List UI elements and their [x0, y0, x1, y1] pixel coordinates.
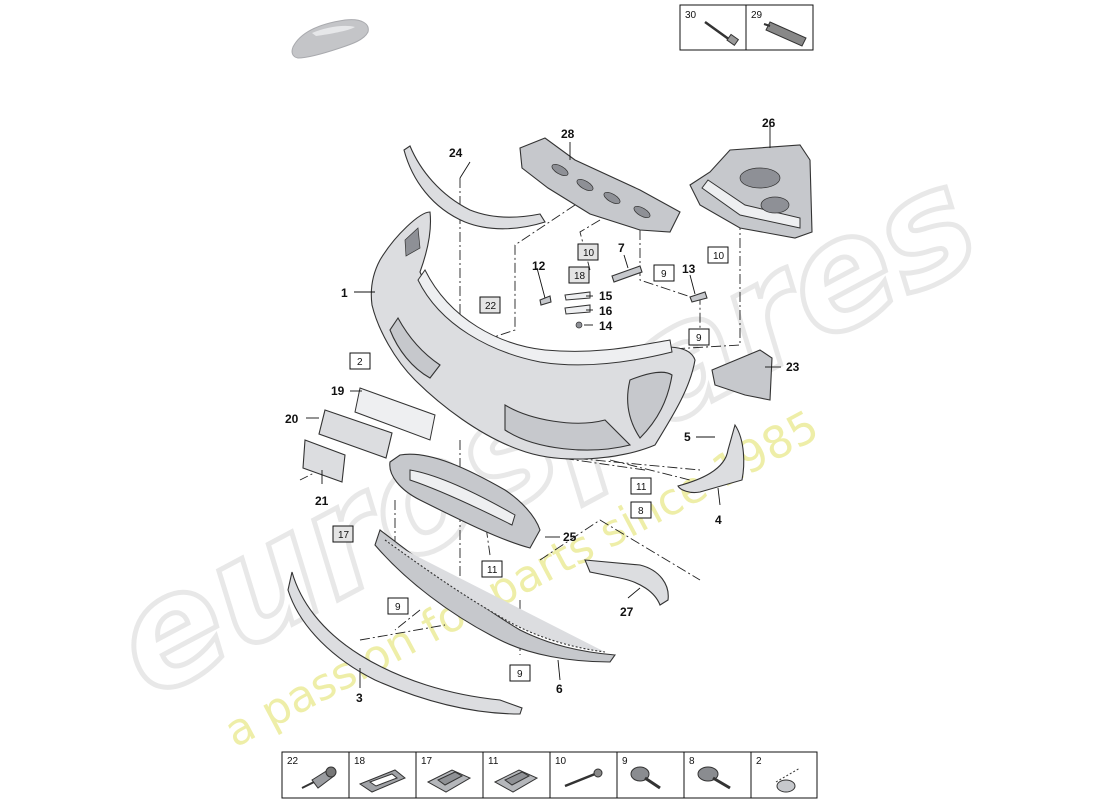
fastener-number-10: 10: [555, 756, 567, 767]
boxed-ref-9-b: 9: [688, 328, 710, 346]
callout-3: 3: [356, 691, 363, 705]
car-silhouette-icon: [291, 19, 369, 59]
callout-16: 16: [599, 304, 613, 318]
fastener-number-8: 8: [689, 756, 695, 767]
rivet-pin-icon: [564, 768, 603, 788]
license-plate-panel: [354, 387, 436, 441]
svg-text:10: 10: [583, 248, 595, 259]
front-spoiler-lip: [287, 571, 523, 715]
boxed-reference-tags: 10 18 22 9 10 2 9 11 8 17 11 9 9: [332, 243, 729, 682]
boxed-ref-17: 17: [332, 525, 354, 543]
boxed-ref-11-b: 11: [481, 560, 503, 578]
air-duct-frame: [689, 144, 813, 239]
callout-6: 6: [556, 682, 563, 696]
expansion-rivet-icon: [301, 766, 337, 789]
boxed-ref-9-d: 9: [509, 664, 531, 682]
fastener-number-11: 11: [488, 756, 499, 767]
callout-5: 5: [684, 430, 691, 444]
leader-lines: [306, 126, 781, 688]
boxed-ref-9-a: 9: [653, 264, 675, 282]
fastener-legend: 22 18 17 11 10 9 8 2: [281, 751, 818, 799]
tool-legend-number-30: 30: [685, 10, 697, 21]
callout-7: 7: [618, 241, 625, 255]
upper-trim-strip: [403, 145, 546, 230]
svg-text:9: 9: [661, 269, 667, 280]
callout-20: 20: [285, 412, 299, 426]
svg-text:11: 11: [487, 565, 498, 576]
callout-13: 13: [682, 262, 696, 276]
retaining-clip-icon: [358, 769, 406, 793]
boxed-ref-9-c: 9: [387, 597, 409, 615]
callout-1: 1: [341, 286, 348, 300]
boxed-ref-8: 8: [630, 501, 652, 519]
svg-text:8: 8: [638, 506, 644, 517]
svg-text:2: 2: [357, 357, 363, 368]
svg-text:11: 11: [636, 482, 647, 493]
svg-text:9: 9: [696, 333, 702, 344]
svg-text:22: 22: [485, 301, 497, 312]
side-air-inlet-insert: [711, 349, 773, 401]
spring-nut-clip-icon: [493, 769, 539, 793]
bumper-support-carrier: [519, 137, 681, 233]
svg-text:17: 17: [338, 530, 350, 541]
callout-23: 23: [786, 360, 800, 374]
cap-plug-icon: [775, 767, 801, 793]
underbody-panel: [389, 453, 541, 549]
svg-text:9: 9: [395, 602, 401, 613]
boxed-ref-10-a: 10: [577, 243, 599, 261]
sealant-tube-icon: [763, 21, 807, 47]
boxed-ref-18: 18: [568, 266, 590, 284]
svg-text:9: 9: [517, 669, 523, 680]
boxed-ref-2: 2: [349, 352, 371, 370]
svg-text:10: 10: [713, 251, 725, 262]
fastener-number-9: 9: [622, 756, 628, 767]
callout-25: 25: [563, 530, 577, 544]
tool-legend: 30 29: [679, 4, 814, 51]
fastener-number-17: 17: [421, 756, 433, 767]
small-brackets: [539, 265, 708, 329]
callout-labels: 1 3 4 5 6 7 12 13 14 15 16 19 20 21 23 2…: [285, 116, 800, 705]
callout-19: 19: [331, 384, 345, 398]
license-plate-mount: [302, 439, 346, 483]
callout-15: 15: [599, 289, 613, 303]
callout-12: 12: [532, 259, 546, 273]
boxed-ref-10-b: 10: [707, 246, 729, 264]
flange-bolt-icon: [697, 766, 731, 790]
boxed-ref-22: 22: [479, 296, 501, 314]
callout-14: 14: [599, 319, 613, 333]
flange-screw-icon: [630, 766, 661, 790]
front-bumper-cover: [370, 211, 696, 460]
fastener-number-2: 2: [756, 756, 762, 767]
callout-21: 21: [315, 494, 329, 508]
boxed-ref-11-a: 11: [630, 477, 652, 495]
fastener-number-18: 18: [354, 756, 366, 767]
callout-4: 4: [715, 513, 722, 527]
license-plate-bracket: [318, 409, 393, 459]
svg-text:18: 18: [574, 271, 586, 282]
callout-27: 27: [620, 605, 634, 619]
fastener-number-22: 22: [287, 756, 299, 767]
brush-applicator-icon: [704, 20, 740, 47]
tool-legend-number-29: 29: [751, 10, 763, 21]
callout-28: 28: [561, 127, 575, 141]
callout-26: 26: [762, 116, 776, 130]
callout-24: 24: [449, 146, 463, 160]
side-guide-panel: [677, 423, 745, 494]
spring-nut-clip-icon: [426, 769, 472, 793]
brake-air-duct: [584, 559, 669, 606]
lower-grille-mesh: [374, 529, 617, 663]
